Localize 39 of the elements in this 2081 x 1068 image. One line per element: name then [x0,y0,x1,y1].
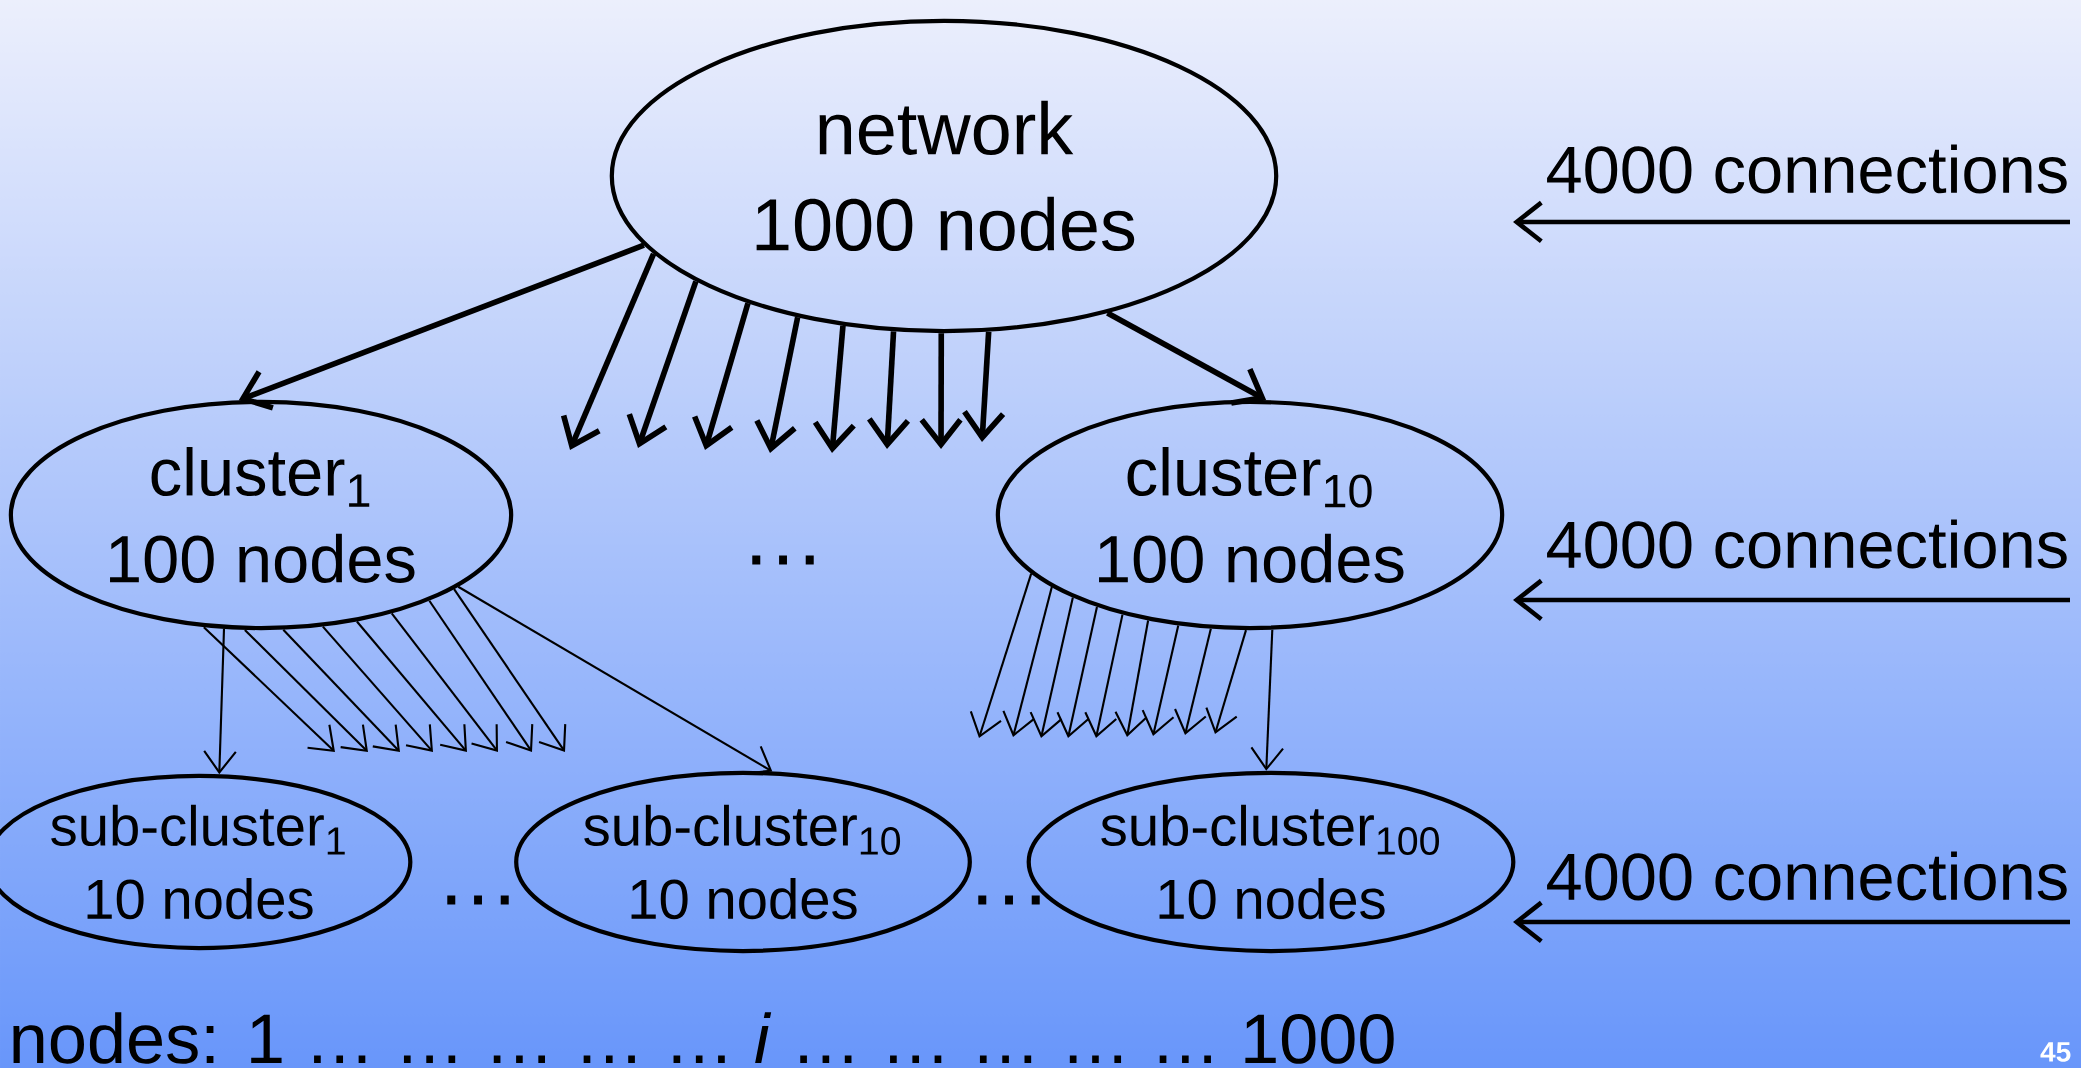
arrow [238,242,645,411]
arrow [1002,586,1053,737]
arrow [1056,606,1098,738]
page-number: 45 [2040,1042,2071,1062]
arrow [754,316,801,453]
arrow [1250,629,1284,771]
ellipse-node: cluster$_{10}$ 100 nodes [995,399,1505,631]
arrow [560,252,657,450]
axis-text: nodes: 1 … … … … … i … … … … … 1000 [13,1012,1394,1064]
arrow [428,600,534,752]
ellipsis: … [447,895,509,905]
arrow [203,626,335,752]
arrow [1205,629,1247,734]
arrow [1106,310,1267,406]
ellipse-node: sub-cluster$_{10}$ 10 nodes [514,770,972,954]
arrow [1084,614,1124,738]
ellipse-node: network 1000 nodes [609,18,1279,334]
arrow [1114,620,1150,737]
arrow [453,588,567,752]
arrow [919,333,963,449]
arrow [962,331,1006,442]
arrow [203,628,237,775]
arrow [867,331,911,449]
arrow [356,620,467,752]
annotation-text: 4000 connections [1547,144,2067,194]
arrow [457,585,773,775]
arrow [390,612,498,752]
arrow [244,629,368,752]
arrow [626,280,699,448]
arrow [1029,597,1074,738]
arrow [322,625,434,752]
arrow [692,302,751,450]
arrow [812,325,856,453]
arrow [969,573,1033,738]
arrow [1141,625,1180,736]
ellipsis: … [752,555,814,565]
arrow [1174,628,1212,735]
ellipse-node: cluster$_{1}$ 100 nodes [8,399,514,631]
arrow [282,629,400,752]
